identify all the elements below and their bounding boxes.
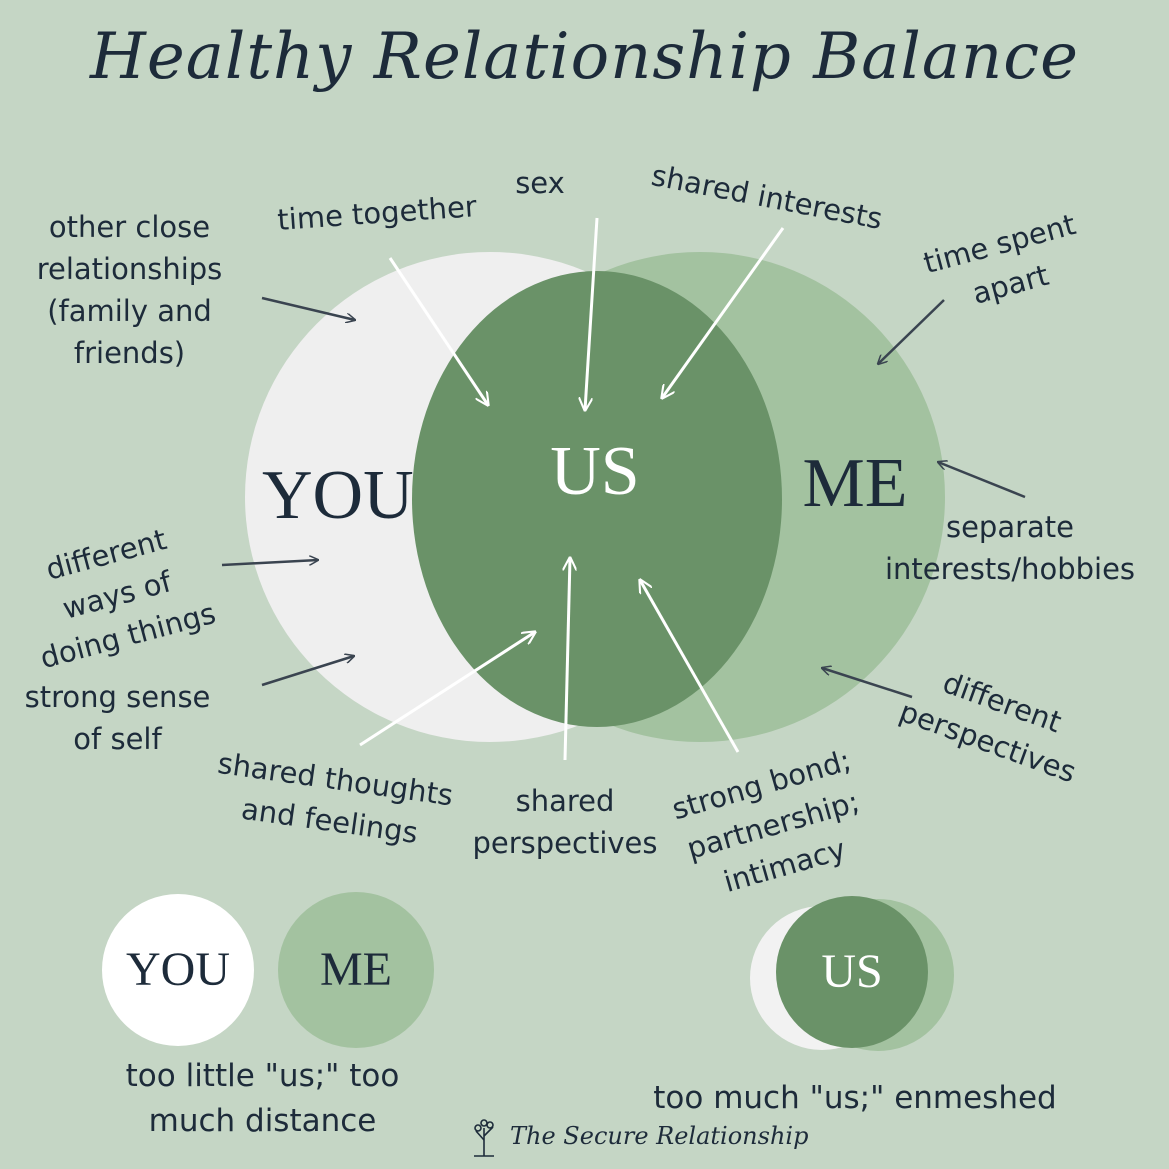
arrow-separate-interests bbox=[938, 462, 1026, 499]
label-other-close: other close relationships (family and fr… bbox=[36, 210, 223, 371]
caption-distance: too little "us;" too much distance bbox=[125, 1058, 400, 1139]
arrow-strong-sense bbox=[261, 656, 354, 687]
arrow-shared-thoughts bbox=[359, 632, 535, 747]
example-me-circle bbox=[278, 892, 434, 1048]
label-strong-sense: strong sense of self bbox=[24, 680, 211, 757]
us-label: US bbox=[550, 433, 640, 510]
arrow-time-together bbox=[388, 257, 488, 405]
arrow-shared-perspectives bbox=[565, 558, 570, 761]
label-shared-perspectives: shared perspectives bbox=[472, 784, 658, 861]
arrow-shared-interests bbox=[662, 227, 785, 398]
example-me-label: ME bbox=[320, 943, 392, 996]
example-enmeshed-us-circle bbox=[776, 896, 928, 1048]
arrow-other-close bbox=[261, 296, 355, 320]
arrow-different-perspectives bbox=[822, 668, 913, 699]
me-label: ME bbox=[802, 445, 908, 522]
arrow-strong-bond bbox=[640, 580, 740, 753]
arrow-time-apart bbox=[878, 299, 945, 364]
label-sex: sex bbox=[515, 166, 565, 200]
arrow-sex bbox=[585, 217, 599, 410]
you-label: YOU bbox=[262, 457, 414, 534]
us-circle bbox=[412, 271, 782, 727]
arrow-different-ways bbox=[221, 560, 318, 567]
example-us-label: US bbox=[821, 945, 883, 998]
caption-enmeshed: too much "us;" enmeshed bbox=[653, 1080, 1057, 1116]
example-you-circle bbox=[102, 894, 254, 1046]
page-title: Healthy Relationship Balance bbox=[90, 20, 1079, 94]
tree-icon bbox=[474, 1119, 494, 1157]
example-you-label: YOU bbox=[126, 943, 230, 996]
label-separate-interests: separate interests/hobbies bbox=[884, 510, 1136, 587]
brand-name: The Secure Relationship bbox=[510, 1122, 809, 1150]
